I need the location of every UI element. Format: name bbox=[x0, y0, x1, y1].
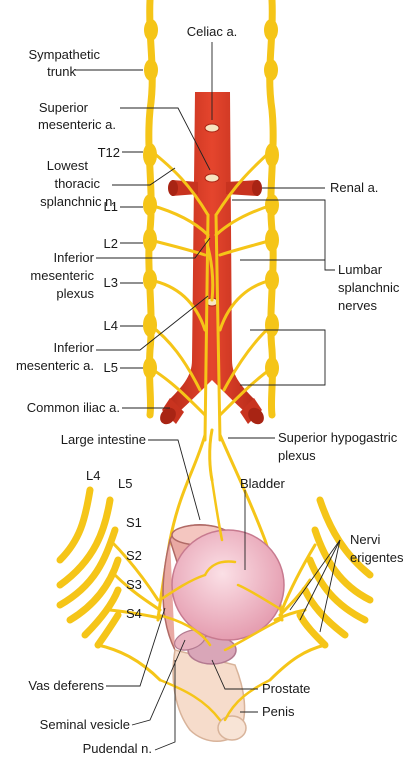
label-l5: L5 bbox=[0, 360, 118, 375]
label-lumbar-splanchnic-nerves-line3: nerves bbox=[338, 298, 377, 313]
label-celiac-artery: Celiac a. bbox=[180, 24, 244, 39]
label-lowest-thoracic-splanchnic-line2: thoracic bbox=[0, 176, 100, 191]
label-superior-hypogastric-plexus-line2: plexus bbox=[278, 448, 316, 463]
label-l4: L4 bbox=[0, 318, 118, 333]
label-inferior-mesenteric-artery: Inferior bbox=[0, 340, 94, 355]
label-superior-mesenteric-artery: Superior bbox=[0, 100, 88, 115]
label-l4-sacral: L4 bbox=[86, 468, 100, 483]
sacral-plexus-left bbox=[60, 490, 118, 645]
sacral-plexus-right bbox=[300, 500, 370, 645]
label-l5-sacral: L5 bbox=[118, 476, 132, 491]
label-vas-deferens: Vas deferens bbox=[0, 678, 104, 693]
label-s3: S3 bbox=[126, 577, 142, 592]
label-superior-hypogastric-plexus: Superior hypogastric bbox=[278, 430, 397, 445]
label-s2: S2 bbox=[126, 548, 142, 563]
label-superior-mesenteric-artery-line2: mesenteric a. bbox=[0, 117, 116, 132]
label-nervi-erigentes: Nervi bbox=[350, 532, 380, 547]
label-renal-artery: Renal a. bbox=[330, 180, 378, 195]
label-nervi-erigentes-line2: erigentes bbox=[350, 550, 403, 565]
label-sympathetic-trunk: Sympathetic bbox=[0, 47, 100, 62]
label-large-intestine: Large intestine bbox=[0, 432, 146, 447]
label-bladder: Bladder bbox=[240, 476, 285, 491]
label-s1: S1 bbox=[126, 515, 142, 530]
label-l1: L1 bbox=[0, 199, 118, 214]
label-sympathetic-trunk-line2: trunk bbox=[0, 64, 76, 79]
label-prostate: Prostate bbox=[262, 681, 310, 696]
label-s4: S4 bbox=[126, 606, 142, 621]
label-penis: Penis bbox=[262, 704, 295, 719]
label-l3: L3 bbox=[0, 275, 118, 290]
label-lowest-thoracic-splanchnic: Lowest bbox=[0, 158, 88, 173]
label-inferior-mesenteric-plexus: Inferior bbox=[0, 250, 94, 265]
label-l2: L2 bbox=[0, 236, 118, 251]
label-common-iliac-artery: Common iliac a. bbox=[0, 400, 120, 415]
bladder bbox=[172, 530, 284, 640]
label-lumbar-splanchnic-nerves: Lumbar bbox=[338, 262, 382, 277]
label-lumbar-splanchnic-nerves-line2: splanchnic bbox=[338, 280, 399, 295]
label-pudendal-nerve: Pudendal n. bbox=[0, 741, 152, 756]
label-seminal-vesicle: Seminal vesicle bbox=[0, 717, 130, 732]
